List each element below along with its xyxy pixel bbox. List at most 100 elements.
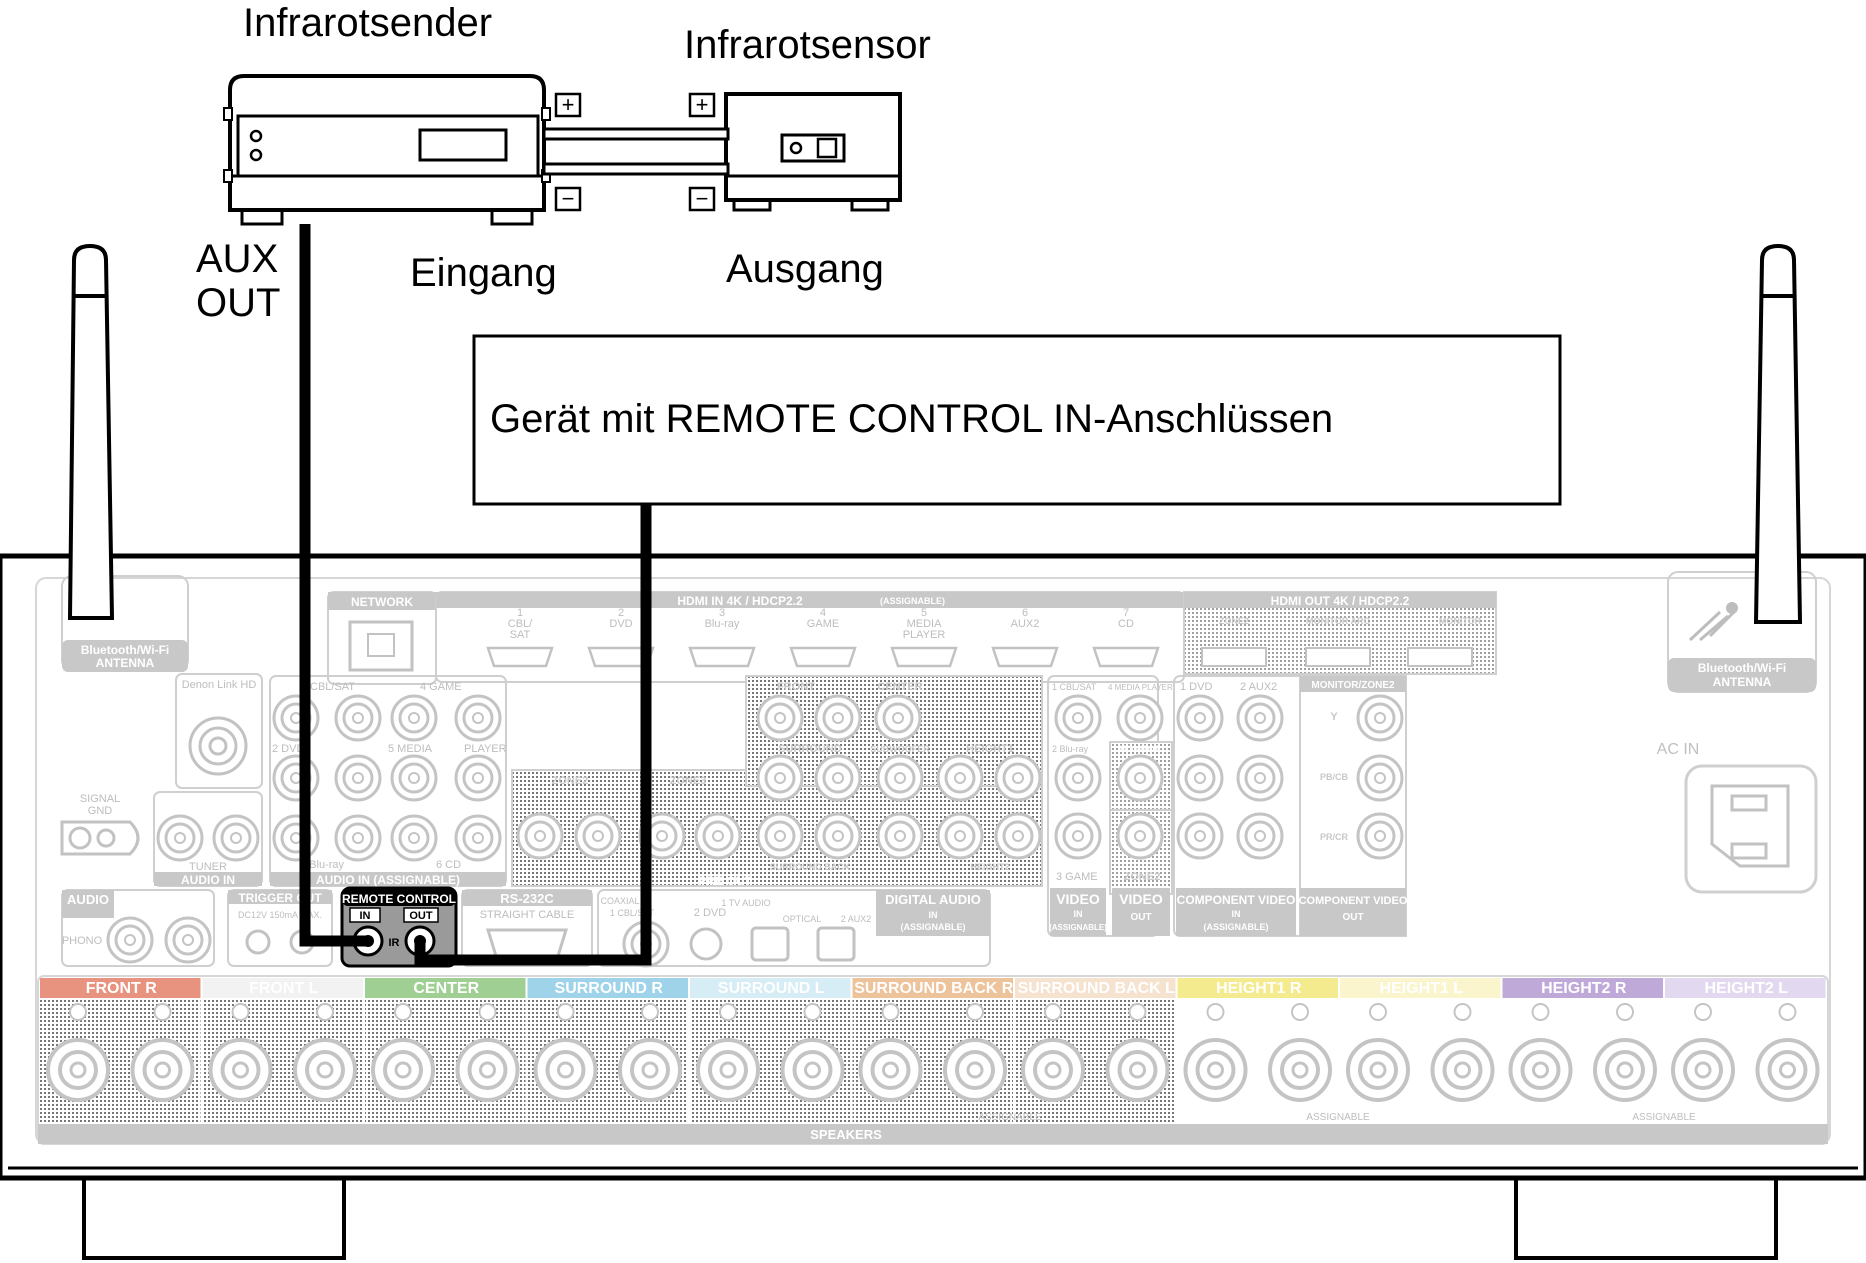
speaker-group-label: SURROUND L xyxy=(718,980,825,997)
video-out-label: VIDEO xyxy=(1119,891,1163,907)
remote-out-label: OUT xyxy=(409,910,433,922)
bt-antenna-port-right: Bluetooth/Wi-Fi ANTENNA xyxy=(1667,571,1817,693)
video-in-assignable: (ASSIGNABLE) xyxy=(1049,923,1107,932)
hdmi-input-label: 4 xyxy=(820,607,826,619)
ir-transmitter-device xyxy=(223,74,551,226)
rca-jack xyxy=(814,812,862,860)
bt-antenna-port-left: Bluetooth/Wi-Fi ANTENNA xyxy=(61,575,189,672)
remote-control-jacks: REMOTE CONTROL IN OUT IR xyxy=(340,886,458,968)
ac-in-label: AC IN xyxy=(1657,741,1700,758)
cable-aux-out-to-remote-in xyxy=(299,224,368,947)
antenna-right xyxy=(1753,243,1803,624)
rca-jack xyxy=(334,754,382,802)
pre-out-height1: HEIGHT1 xyxy=(966,743,1014,755)
rca-jack xyxy=(106,916,154,964)
bt-label-right-1: Bluetooth/Wi-Fi xyxy=(1698,661,1787,675)
receiver-foot-left xyxy=(82,1176,346,1260)
minus-marker-input: − xyxy=(562,186,575,211)
hdmi-input-7: 7CD xyxy=(1092,607,1160,668)
speaker-group: HEIGHT1 L xyxy=(1340,978,1501,1124)
minus-marker-output: − xyxy=(696,186,709,211)
video-in-label: VIDEO xyxy=(1056,891,1100,907)
rca-jack xyxy=(164,916,212,964)
ir-transmitter-label: Infrarotsender xyxy=(243,1,492,45)
rca-jack xyxy=(334,814,382,862)
remote-in-label: IN xyxy=(360,910,371,922)
polarity-markers: + − + − xyxy=(554,92,716,212)
pre-out-front: FRONT xyxy=(777,681,815,693)
speaker-group-label: CENTER xyxy=(413,980,479,997)
pre-out-height2: HEIGHT2 xyxy=(970,862,1009,872)
rca-jack xyxy=(1176,754,1224,802)
video-label-cbl: 1 CBL/SAT xyxy=(1052,682,1097,692)
receiver-foot-right xyxy=(1514,1176,1778,1260)
ir-sensor-device xyxy=(724,92,902,212)
analog-label-media: 5 MEDIA xyxy=(388,743,433,755)
rca-jack xyxy=(874,694,922,742)
hdmi-input-label: CD xyxy=(1118,618,1134,630)
plus-marker-input: + xyxy=(562,92,575,117)
rca-jack xyxy=(876,812,924,860)
component-out-label: COMPONENT VIDEO xyxy=(1299,895,1408,907)
digital-audio-assignable: (ASSIGNABLE) xyxy=(901,922,966,932)
analog-label-dvd: 2 DVD xyxy=(272,743,304,755)
component-label-aux2: 2 AUX2 xyxy=(1240,681,1277,693)
component-out-sub: OUT xyxy=(1342,912,1363,923)
ir-sensor-label: Infrarotsensor xyxy=(684,23,931,67)
hdmi-input-label: 6 xyxy=(1022,607,1028,619)
ir-label: IR xyxy=(389,937,400,949)
rca-jack xyxy=(390,754,438,802)
rs232c-port: RS-232C STRAIGHT CABLE xyxy=(461,889,593,967)
analog-label-player: PLAYER xyxy=(464,743,507,755)
hdmi-out-section: HDMI OUT 4K / HDCP2.2 ZONE2 MONITOR ARC … xyxy=(1183,591,1497,675)
speaker-group-label: FRONT R xyxy=(86,980,158,997)
rca-jack xyxy=(1054,812,1102,860)
hdmi-input-label: Blu-ray xyxy=(705,618,740,630)
rca-jack xyxy=(694,812,742,860)
speaker-group: SURROUND R xyxy=(527,978,688,1124)
rca-jack xyxy=(1176,812,1224,860)
rca-jack xyxy=(454,754,502,802)
analog-label-game: 4 GAME xyxy=(420,681,462,693)
speaker-group-label: HEIGHT2 R xyxy=(1541,980,1627,997)
rca-jack xyxy=(814,694,862,742)
rca-jack xyxy=(756,694,804,742)
speaker-terminals: FRONT R FRONT L CENTER SURROUND R SURROUND L… xyxy=(37,975,1829,1145)
hdmi-out-label: HDMI OUT 4K / HDCP2.2 xyxy=(1271,594,1410,608)
rca-jack xyxy=(1356,812,1404,860)
component-in-assignable: (ASSIGNABLE) xyxy=(1204,922,1269,932)
component-in-sub: IN xyxy=(1232,909,1241,919)
video-label-bluray: 2 Blu-ray xyxy=(1052,744,1089,754)
rca-jack xyxy=(454,694,502,742)
network-label: NETWORK xyxy=(351,595,413,609)
speaker-group: HEIGHT2 L xyxy=(1665,978,1826,1124)
phono-label: PHONO xyxy=(62,935,103,947)
hdmi-out-zone2: ZONE2 xyxy=(1219,616,1249,626)
rca-jack xyxy=(390,814,438,862)
speaker-group: SURROUND BACK R xyxy=(852,978,1014,1124)
analog-label-cd: 6 CD xyxy=(436,859,461,871)
hdmi-input-label: MEDIA xyxy=(907,618,943,630)
pre-out-surround: SURROUND xyxy=(778,743,842,755)
component-label-pr: PR/CR xyxy=(1320,832,1349,842)
component-label-y: Y xyxy=(1330,711,1338,723)
hdmi-input-label: 2 xyxy=(618,607,624,619)
ac-in: AC IN xyxy=(1657,741,1818,894)
speaker-group: FRONT L xyxy=(202,978,363,1124)
digital-label-dvd: 2 DVD xyxy=(694,907,726,919)
hdmi-input-label: PLAYER xyxy=(903,629,946,641)
bt-label-left-2: ANTENNA xyxy=(96,656,155,670)
rca-jack xyxy=(1054,694,1102,742)
hdmi-input-label: 1 xyxy=(517,607,523,619)
remote-device-label: Gerät mit REMOTE CONTROL IN-Anschlüssen xyxy=(490,397,1333,441)
pre-out-center: CENTER xyxy=(877,681,922,693)
tuner-audio-in-label: AUDIO IN xyxy=(181,873,235,887)
hdmi-input-label: 5 xyxy=(921,607,927,619)
rca-jack xyxy=(1236,754,1284,802)
bt-label-right-2: ANTENNA xyxy=(1713,675,1772,689)
hdmi-out-monitor: MONITOR xyxy=(1439,616,1482,626)
